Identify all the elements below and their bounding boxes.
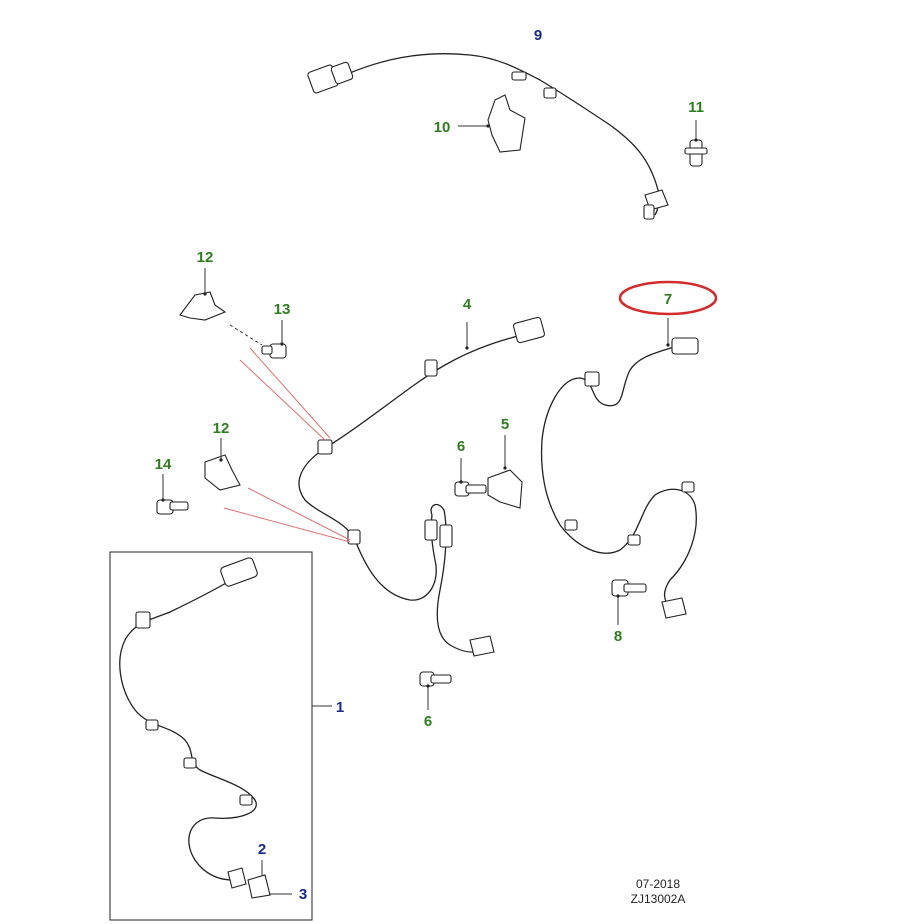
callout-1: 1 — [336, 699, 344, 716]
part-10-harness-clip — [458, 94, 526, 153]
highlight-ellipse — [618, 280, 718, 316]
callout-6-lower: 6 — [424, 713, 432, 730]
part-5-sensor-bracket — [487, 435, 523, 509]
part-6-bolt-upper — [454, 458, 487, 497]
callout-12-lower: 12 — [213, 420, 230, 437]
part-11-sensor-clip — [684, 120, 708, 167]
callout-11: 11 — [688, 99, 704, 116]
part-12-bracket-lower — [204, 438, 241, 491]
part-9-sensor-harness — [307, 53, 669, 220]
callout-6-upper: 6 — [457, 438, 465, 455]
part-14-bolt — [156, 474, 189, 515]
callout-9: 9 — [534, 27, 542, 44]
bracket-location-leaders — [223, 347, 351, 543]
diagram-date: 07-2018 — [636, 877, 680, 891]
part-4-sensor-harness — [298, 316, 545, 657]
part-8-bolt — [611, 579, 647, 625]
callout-13: 13 — [274, 301, 291, 318]
part-1-sensor-harness — [119, 557, 332, 889]
callout-3: 3 — [299, 886, 307, 903]
callout-10: 10 — [434, 119, 451, 136]
callout-8: 8 — [614, 628, 622, 645]
part-7-sensor-harness — [540, 318, 699, 619]
callout-2: 2 — [258, 841, 266, 858]
diagram-code: ZJ13002A — [631, 892, 686, 906]
part-12-bracket-upper — [179, 268, 227, 321]
callout-5: 5 — [501, 416, 509, 433]
part-1-assembly-box — [109, 551, 313, 921]
callout-14: 14 — [155, 456, 172, 473]
part-2-3-clip-and-bolt — [247, 860, 292, 899]
part-6-bolt-lower — [419, 671, 452, 710]
callout-12-upper: 12 — [197, 249, 214, 266]
part-13-bolt — [229, 320, 287, 359]
callout-7: 7 — [664, 291, 672, 308]
callout-4: 4 — [463, 296, 472, 313]
